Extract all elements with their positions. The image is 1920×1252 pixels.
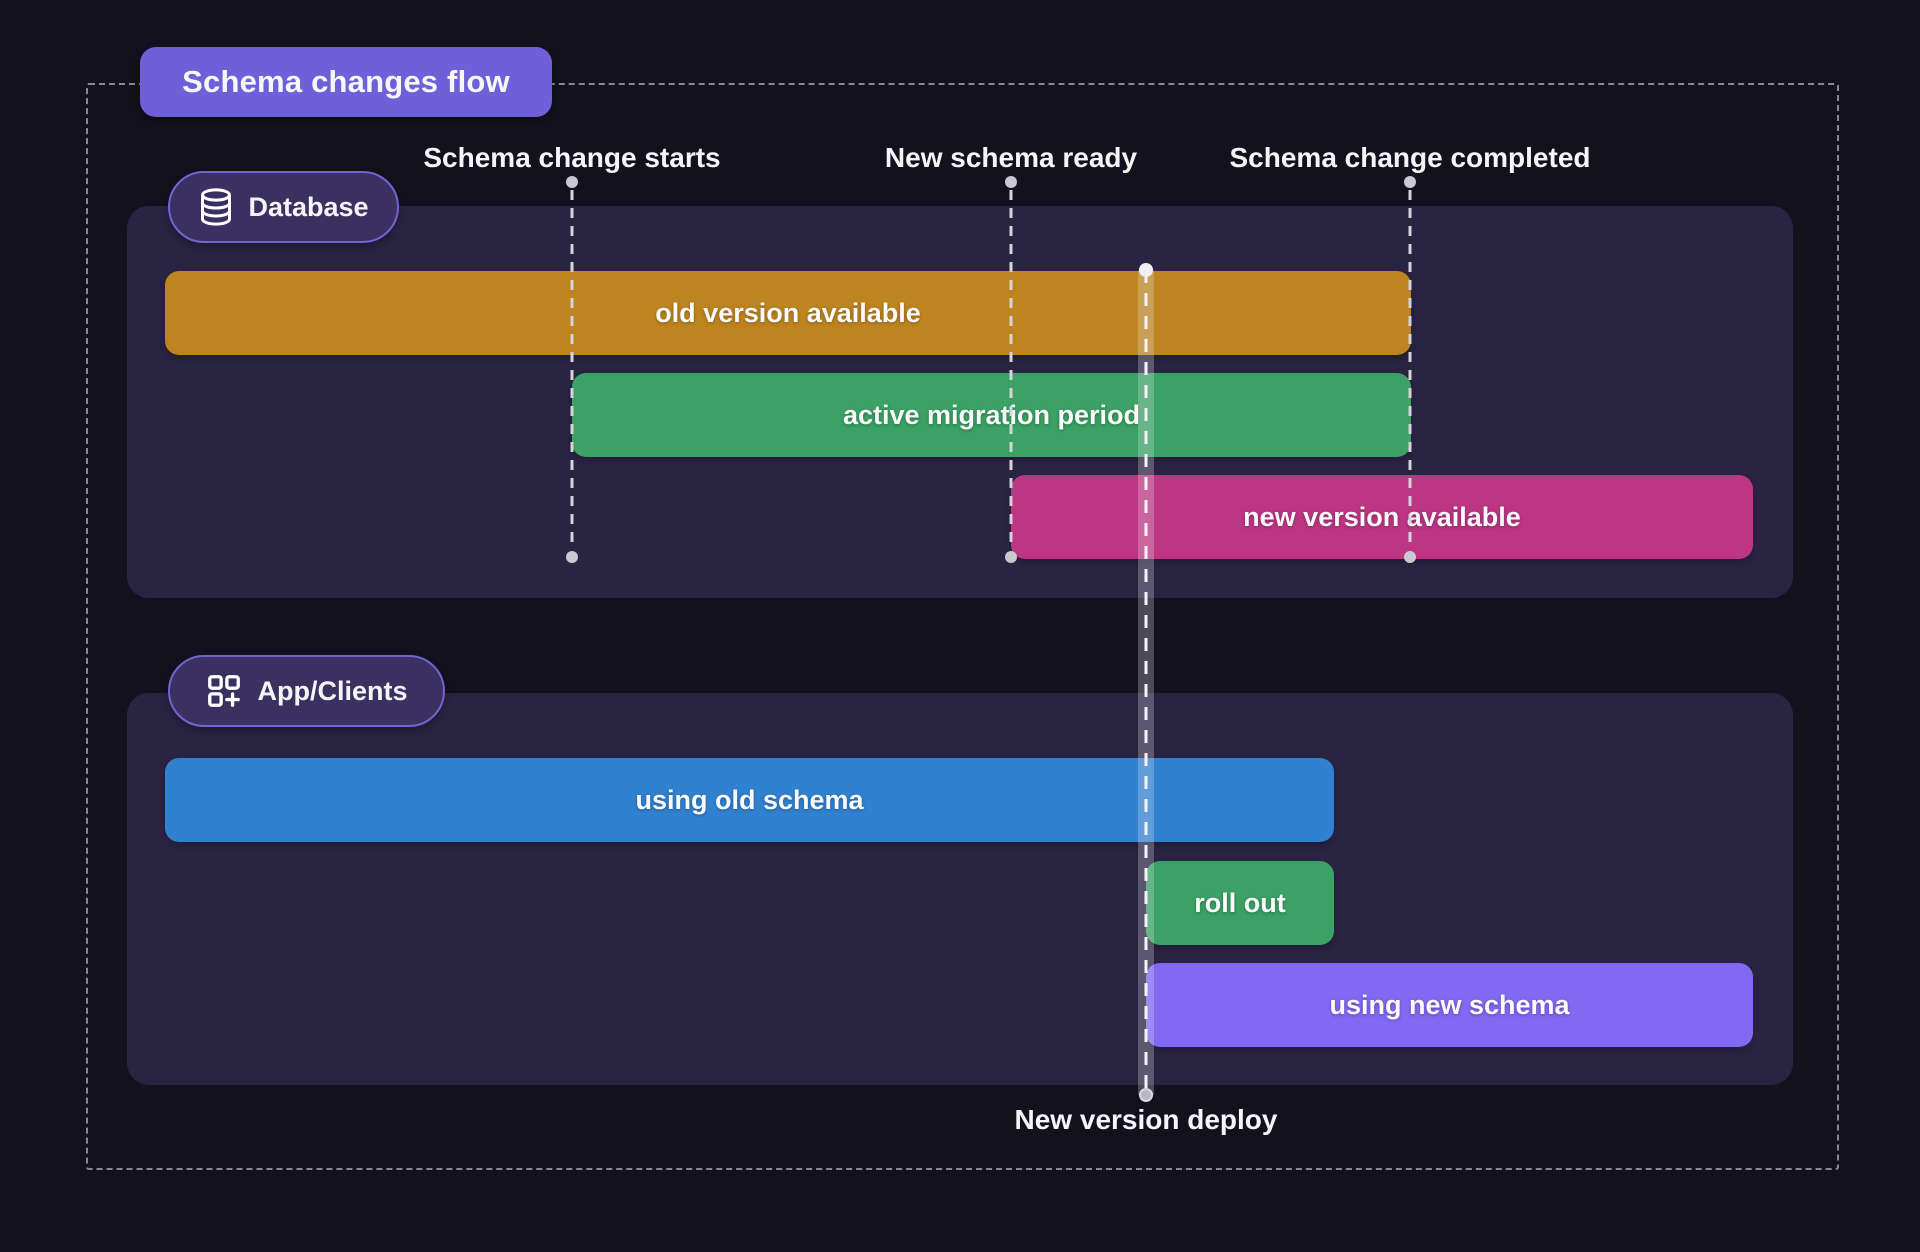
app-clients-lane-badge: App/Clients: [168, 655, 445, 727]
deploy-dot-icon: [1139, 263, 1153, 277]
bar-using-new-schema: using new schema: [1146, 963, 1753, 1047]
milestone-dot-icon: [566, 551, 578, 563]
milestone-dot-icon: [1404, 551, 1416, 563]
milestone-dot-icon: [1005, 551, 1017, 563]
milestone-label: Schema change starts: [423, 142, 721, 173]
diagram-title: Schema changes flow: [182, 64, 510, 99]
diagram-title-badge: Schema changes flow: [140, 47, 552, 117]
milestone-dot-icon: [1404, 176, 1416, 188]
deploy-dot-icon: [1139, 1088, 1153, 1102]
milestone-dashed-line: [1408, 190, 1412, 550]
milestone-dashed-line: [570, 190, 574, 550]
milestone-dashed-line: [1009, 190, 1013, 550]
bar-label: using new schema: [1329, 989, 1570, 1020]
bar-label: roll out: [1194, 887, 1286, 918]
bar-using-old-schema: using old schema: [165, 758, 1334, 842]
bar-old-version-available: old version available: [165, 271, 1411, 355]
bar-label: new version available: [1243, 501, 1521, 532]
deploy-marker-band: [1138, 270, 1154, 1095]
bar-active-migration-period: active migration period: [572, 373, 1411, 457]
diagram-frame: [86, 83, 1839, 1170]
apps-plus-icon: [208, 675, 241, 707]
milestone-dot-icon: [566, 176, 578, 188]
deploy-dashed-line: [1144, 270, 1148, 1095]
database-icon: [201, 188, 232, 226]
bar-label: old version available: [655, 297, 921, 328]
milestone-label: New schema ready: [884, 142, 1138, 173]
lane-badge-label: App/Clients: [257, 675, 408, 706]
bar-label: using old schema: [635, 784, 864, 815]
bar-roll-out: roll out: [1146, 861, 1334, 945]
milestone-dot-icon: [1005, 176, 1017, 188]
milestone-label: Schema change completed: [1229, 142, 1591, 173]
lane-badge-label: Database: [248, 191, 369, 222]
bar-new-version-available: new version available: [1011, 475, 1753, 559]
deploy-label: New version deploy: [1014, 1104, 1278, 1135]
bar-label: active migration period: [842, 399, 1141, 430]
database-lane-badge: Database: [168, 171, 399, 243]
